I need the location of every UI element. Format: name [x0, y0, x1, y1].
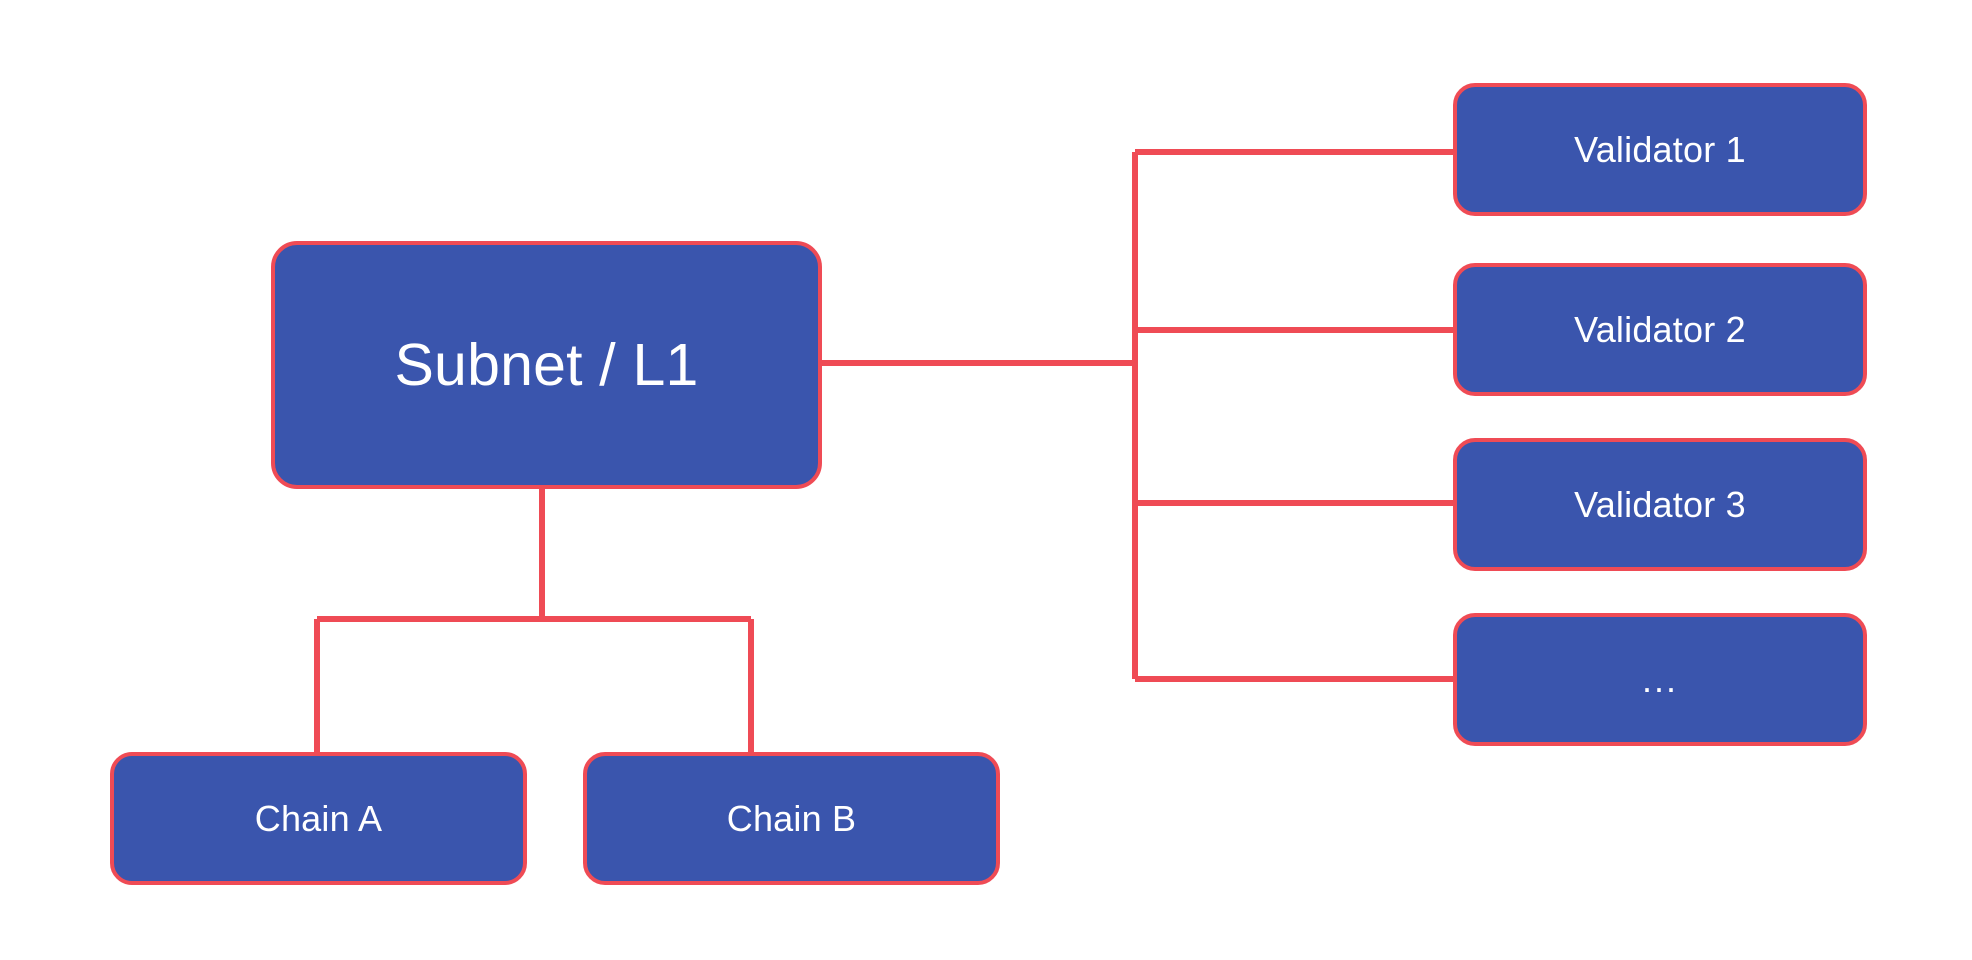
- node-validator-more[interactable]: ...: [1453, 613, 1867, 746]
- node-validator-3[interactable]: Validator 3: [1453, 438, 1867, 571]
- node-validator-1-label: Validator 1: [1574, 128, 1746, 170]
- node-chain-a-label: Chain A: [254, 797, 383, 839]
- node-chain-b[interactable]: Chain B: [583, 752, 1000, 885]
- node-validator-3-label: Validator 3: [1574, 483, 1746, 525]
- node-validator-more-label: ...: [1641, 658, 1678, 700]
- node-validator-1[interactable]: Validator 1: [1453, 83, 1867, 216]
- node-subnet-l1-label: Subnet / L1: [394, 331, 699, 398]
- node-chain-a[interactable]: Chain A: [110, 752, 527, 885]
- node-validator-2-label: Validator 2: [1574, 308, 1746, 350]
- node-validator-2[interactable]: Validator 2: [1453, 263, 1867, 396]
- node-chain-b-label: Chain B: [726, 797, 857, 839]
- node-subnet-l1[interactable]: Subnet / L1: [271, 241, 822, 489]
